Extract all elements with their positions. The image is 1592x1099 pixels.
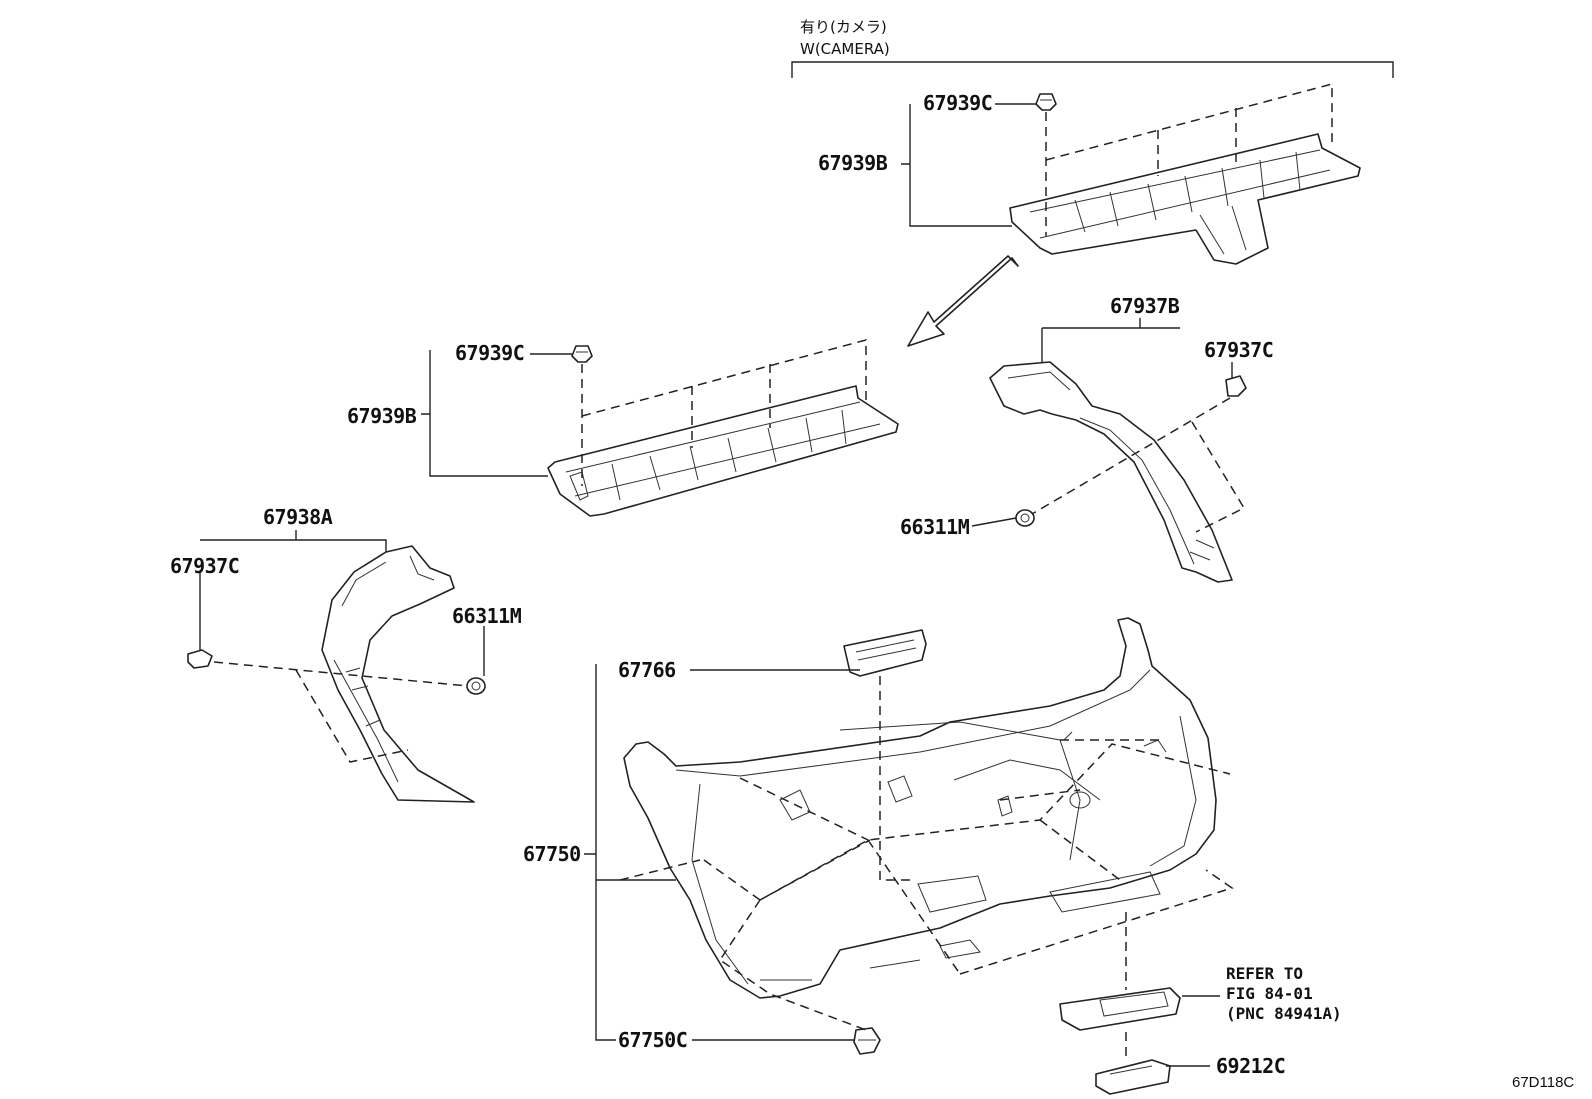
label-top-clip[interactable]: 67939C	[923, 91, 993, 115]
label-mid-trim[interactable]: 67939B	[347, 404, 417, 428]
label-lamp[interactable]: 69212C	[1216, 1054, 1286, 1078]
mid-trim-dash-frame	[581, 339, 867, 448]
refer-note-line1: REFER TO	[1226, 964, 1304, 983]
direction-arrow	[907, 255, 1019, 347]
refer-note-line3: (PNC 84941A)	[1226, 1004, 1342, 1023]
upper-trim-camera-part	[1009, 133, 1361, 265]
label-left-grommet[interactable]: 66311M	[452, 604, 522, 628]
right-pillar-leader	[1041, 318, 1180, 362]
trim-board-dash-network	[619, 739, 1234, 1031]
condition-jp-label: 有り(カメラ)	[800, 18, 887, 36]
back-door-trim-board-part	[623, 617, 1217, 999]
handle-cover-part	[843, 629, 927, 677]
refer-note-line2: FIG 84-01	[1226, 984, 1313, 1003]
trim-clip-part	[853, 1027, 881, 1055]
handle-cover-dash-line	[879, 676, 912, 881]
label-door-trim[interactable]: 67750	[523, 842, 581, 866]
right-pillar-trim-part	[989, 361, 1233, 583]
label-right-grommet[interactable]: 66311M	[900, 515, 970, 539]
left-pillar-trim-part	[321, 545, 475, 803]
door-trim-leader	[584, 664, 676, 1041]
right-grommet-leader	[971, 517, 1017, 527]
left-clip-part	[187, 649, 213, 669]
label-handle-cover[interactable]: 67766	[618, 658, 676, 682]
camera-variant-bracket	[791, 61, 1394, 78]
label-right-pillar[interactable]: 67937B	[1110, 294, 1180, 318]
top-trim-leader	[901, 104, 1012, 227]
right-clip-part	[1225, 375, 1247, 397]
lamp-housing-part	[1059, 987, 1181, 1031]
label-mid-clip[interactable]: 67939C	[455, 341, 525, 365]
left-pillar-dash-lines	[213, 661, 469, 763]
mid-clip-part	[571, 345, 593, 363]
label-left-clip[interactable]: 67937C	[170, 554, 240, 578]
upper-trim-part	[547, 385, 899, 517]
condition-en-label: W(CAMERA)	[800, 40, 890, 58]
label-left-pillar[interactable]: 67938A	[263, 505, 333, 529]
top-clip-part	[1035, 93, 1057, 111]
left-pillar-leader	[200, 530, 387, 552]
right-grommet-part	[1015, 509, 1035, 527]
left-grommet-part	[466, 677, 486, 695]
right-pillar-dash-lines	[1031, 397, 1246, 533]
label-trim-clip[interactable]: 67750C	[618, 1028, 688, 1052]
lamp-part	[1095, 1059, 1171, 1095]
label-right-clip[interactable]: 67937C	[1204, 338, 1274, 362]
label-top-trim[interactable]: 67939B	[818, 151, 888, 175]
mid-trim-leader	[421, 350, 548, 477]
top-trim-dash-frame	[1045, 83, 1333, 176]
figure-code: 67D118C	[1512, 1074, 1575, 1091]
